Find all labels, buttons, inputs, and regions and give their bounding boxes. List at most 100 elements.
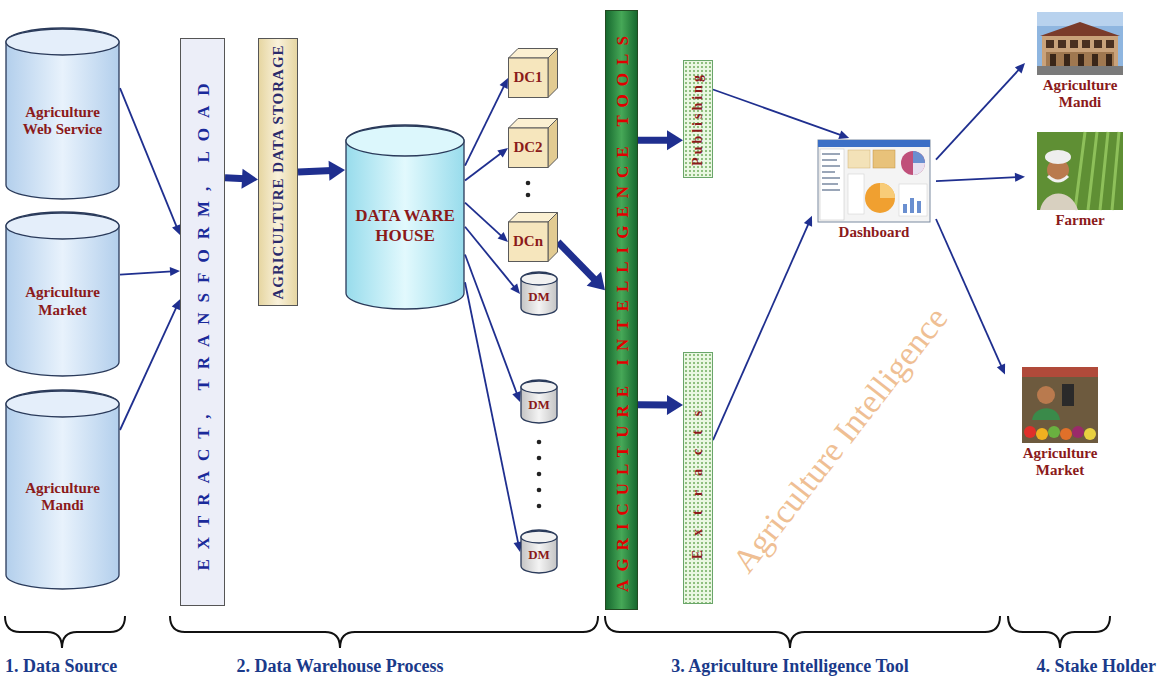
mandi-photo-part	[1082, 40, 1090, 48]
dashboard-screenshot-part	[822, 177, 840, 179]
text-area: DM	[522, 396, 556, 415]
band-label: Publishing	[691, 72, 705, 166]
text-area: DM	[522, 546, 556, 565]
dashboard-screenshot-part	[913, 163, 925, 175]
source-database: Agriculture Web Service	[5, 28, 120, 200]
arrow-shaft	[465, 227, 515, 288]
market-photo-part	[1022, 367, 1098, 377]
data-cube: DC1	[508, 48, 558, 98]
text-area: Dashboard	[812, 224, 936, 241]
cylinder-top	[6, 213, 119, 239]
text-area: Agriculture Mandi	[1025, 77, 1135, 112]
stakeholder-node: Agriculture Mandi	[1025, 10, 1135, 116]
node-label: DC1	[513, 69, 542, 86]
cylinder-top	[346, 126, 464, 156]
arrow-shaft	[936, 69, 1020, 160]
source-database: Agriculture Market	[5, 212, 120, 377]
text-area: Agriculture Market	[15, 242, 110, 361]
flow-arrow	[298, 161, 345, 181]
dashboard-screenshot-part	[822, 183, 838, 185]
text-area: DC1	[508, 58, 548, 98]
section-brace-part	[170, 616, 598, 648]
node-label: DM	[528, 398, 550, 413]
node-label: DM	[528, 548, 550, 563]
arrow-head	[1015, 63, 1025, 73]
market-photo-part	[1062, 384, 1074, 406]
dashboard-screenshot-part	[917, 201, 921, 213]
cylinder-body	[6, 28, 119, 199]
dashboard-screenshot	[818, 140, 930, 222]
flow-arrow	[638, 130, 683, 150]
cylinder-top	[521, 273, 557, 285]
arrow-shaft	[465, 203, 502, 237]
flow-arrow	[465, 78, 508, 166]
farmer-photo-part	[1040, 193, 1078, 210]
node-label: Farmer	[1055, 212, 1104, 229]
mandi-photo-part	[1042, 36, 1118, 66]
storage-band: AGRICULTURE DATA STORAGE	[258, 38, 298, 306]
arrow-head	[500, 78, 508, 89]
section-brace-part	[1008, 616, 1110, 648]
arrow-head	[667, 395, 683, 415]
arrow-shaft	[638, 401, 670, 408]
market-photo	[1022, 367, 1098, 443]
stakeholder-node: Farmer	[1025, 130, 1135, 234]
arrow-shaft	[120, 88, 177, 227]
arrow-head	[667, 130, 683, 150]
mandi-photo-part	[1070, 40, 1078, 48]
arrow-head	[172, 299, 180, 310]
arrow-head	[997, 364, 1005, 375]
market-photo-part	[1022, 367, 1098, 443]
node-label: DC2	[513, 139, 542, 156]
node-label: Dashboard	[839, 224, 910, 241]
market-photo-part	[1032, 408, 1060, 420]
dashboard-screenshot-part	[822, 165, 840, 167]
market-photo-part	[1048, 426, 1060, 438]
section-brace	[5, 616, 1110, 648]
dashboard-screenshot-part	[822, 153, 840, 155]
arrow-head	[587, 272, 605, 290]
tools-band: AGRICULTURE INTELLIGENCE TOOLS	[605, 10, 638, 610]
arrow-shaft	[713, 90, 842, 136]
output-band: Extracts	[683, 352, 713, 604]
text-area: Agriculture Market	[1005, 445, 1115, 480]
arrow-shaft	[558, 242, 596, 281]
dashboard-screenshot-part	[818, 140, 930, 222]
mandi-photo-part	[1040, 22, 1120, 36]
market-photo-part	[1060, 428, 1072, 440]
arrow-head	[329, 161, 345, 181]
arrow-shaft	[465, 153, 502, 181]
continuation-dots-part	[537, 488, 542, 493]
cylinder-top	[6, 29, 119, 55]
flow-arrow	[225, 169, 258, 189]
continuation-dots-part	[537, 440, 542, 445]
mandi-photo-part	[1094, 40, 1102, 48]
node-label: DATA WARE HOUSE	[351, 206, 459, 245]
band-label: AGRICULTURE DATA STORAGE	[271, 44, 286, 299]
flow-arrow	[936, 219, 1005, 375]
arrow-shaft	[465, 85, 504, 166]
text-area: DATA WARE HOUSE	[351, 159, 459, 292]
dashboard-node: Dashboard	[812, 138, 936, 246]
arrow-head	[838, 130, 849, 138]
dashboard-screenshot-part	[913, 151, 925, 163]
data-mart: DM	[520, 272, 558, 316]
arrow-head	[497, 148, 508, 158]
mandi-photo-part	[1064, 54, 1070, 66]
farmer-photo-part	[1045, 150, 1071, 164]
market-photo-part	[1072, 426, 1084, 438]
market-photo-part	[1084, 428, 1096, 440]
data-cube: DC2	[508, 118, 558, 168]
dashboard-screenshot-part	[820, 149, 844, 220]
arrow-shaft	[713, 223, 809, 440]
flow-arrow	[465, 282, 522, 552]
flow-arrow	[936, 63, 1025, 160]
node-label: Agriculture Mandi	[1025, 77, 1135, 112]
node-label: DCn	[513, 233, 543, 250]
farmer-photo-part	[1075, 132, 1119, 210]
continuation-dots-part	[526, 193, 531, 198]
flow-arrow	[120, 299, 180, 430]
market-photo-part	[1036, 428, 1048, 440]
data-mart: DM	[520, 530, 558, 574]
